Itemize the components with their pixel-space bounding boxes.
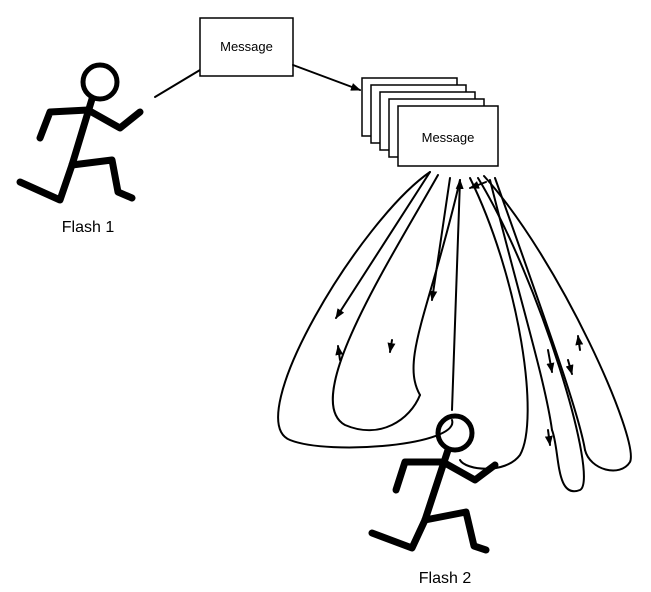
flash-1-label: Flash 1 [62,219,115,236]
flash-1-figure [16,62,144,204]
send-line [154,69,201,98]
message-stack-label: Message [422,130,475,145]
message-box-top: Message [199,17,294,77]
polling-loops [277,171,632,493]
flash-2-label: Flash 2 [419,570,472,587]
message-top-label: Message [220,39,273,54]
message-stack: Message [361,77,499,167]
arrow-to-queue [292,64,361,91]
flash-2-figure [368,413,499,554]
